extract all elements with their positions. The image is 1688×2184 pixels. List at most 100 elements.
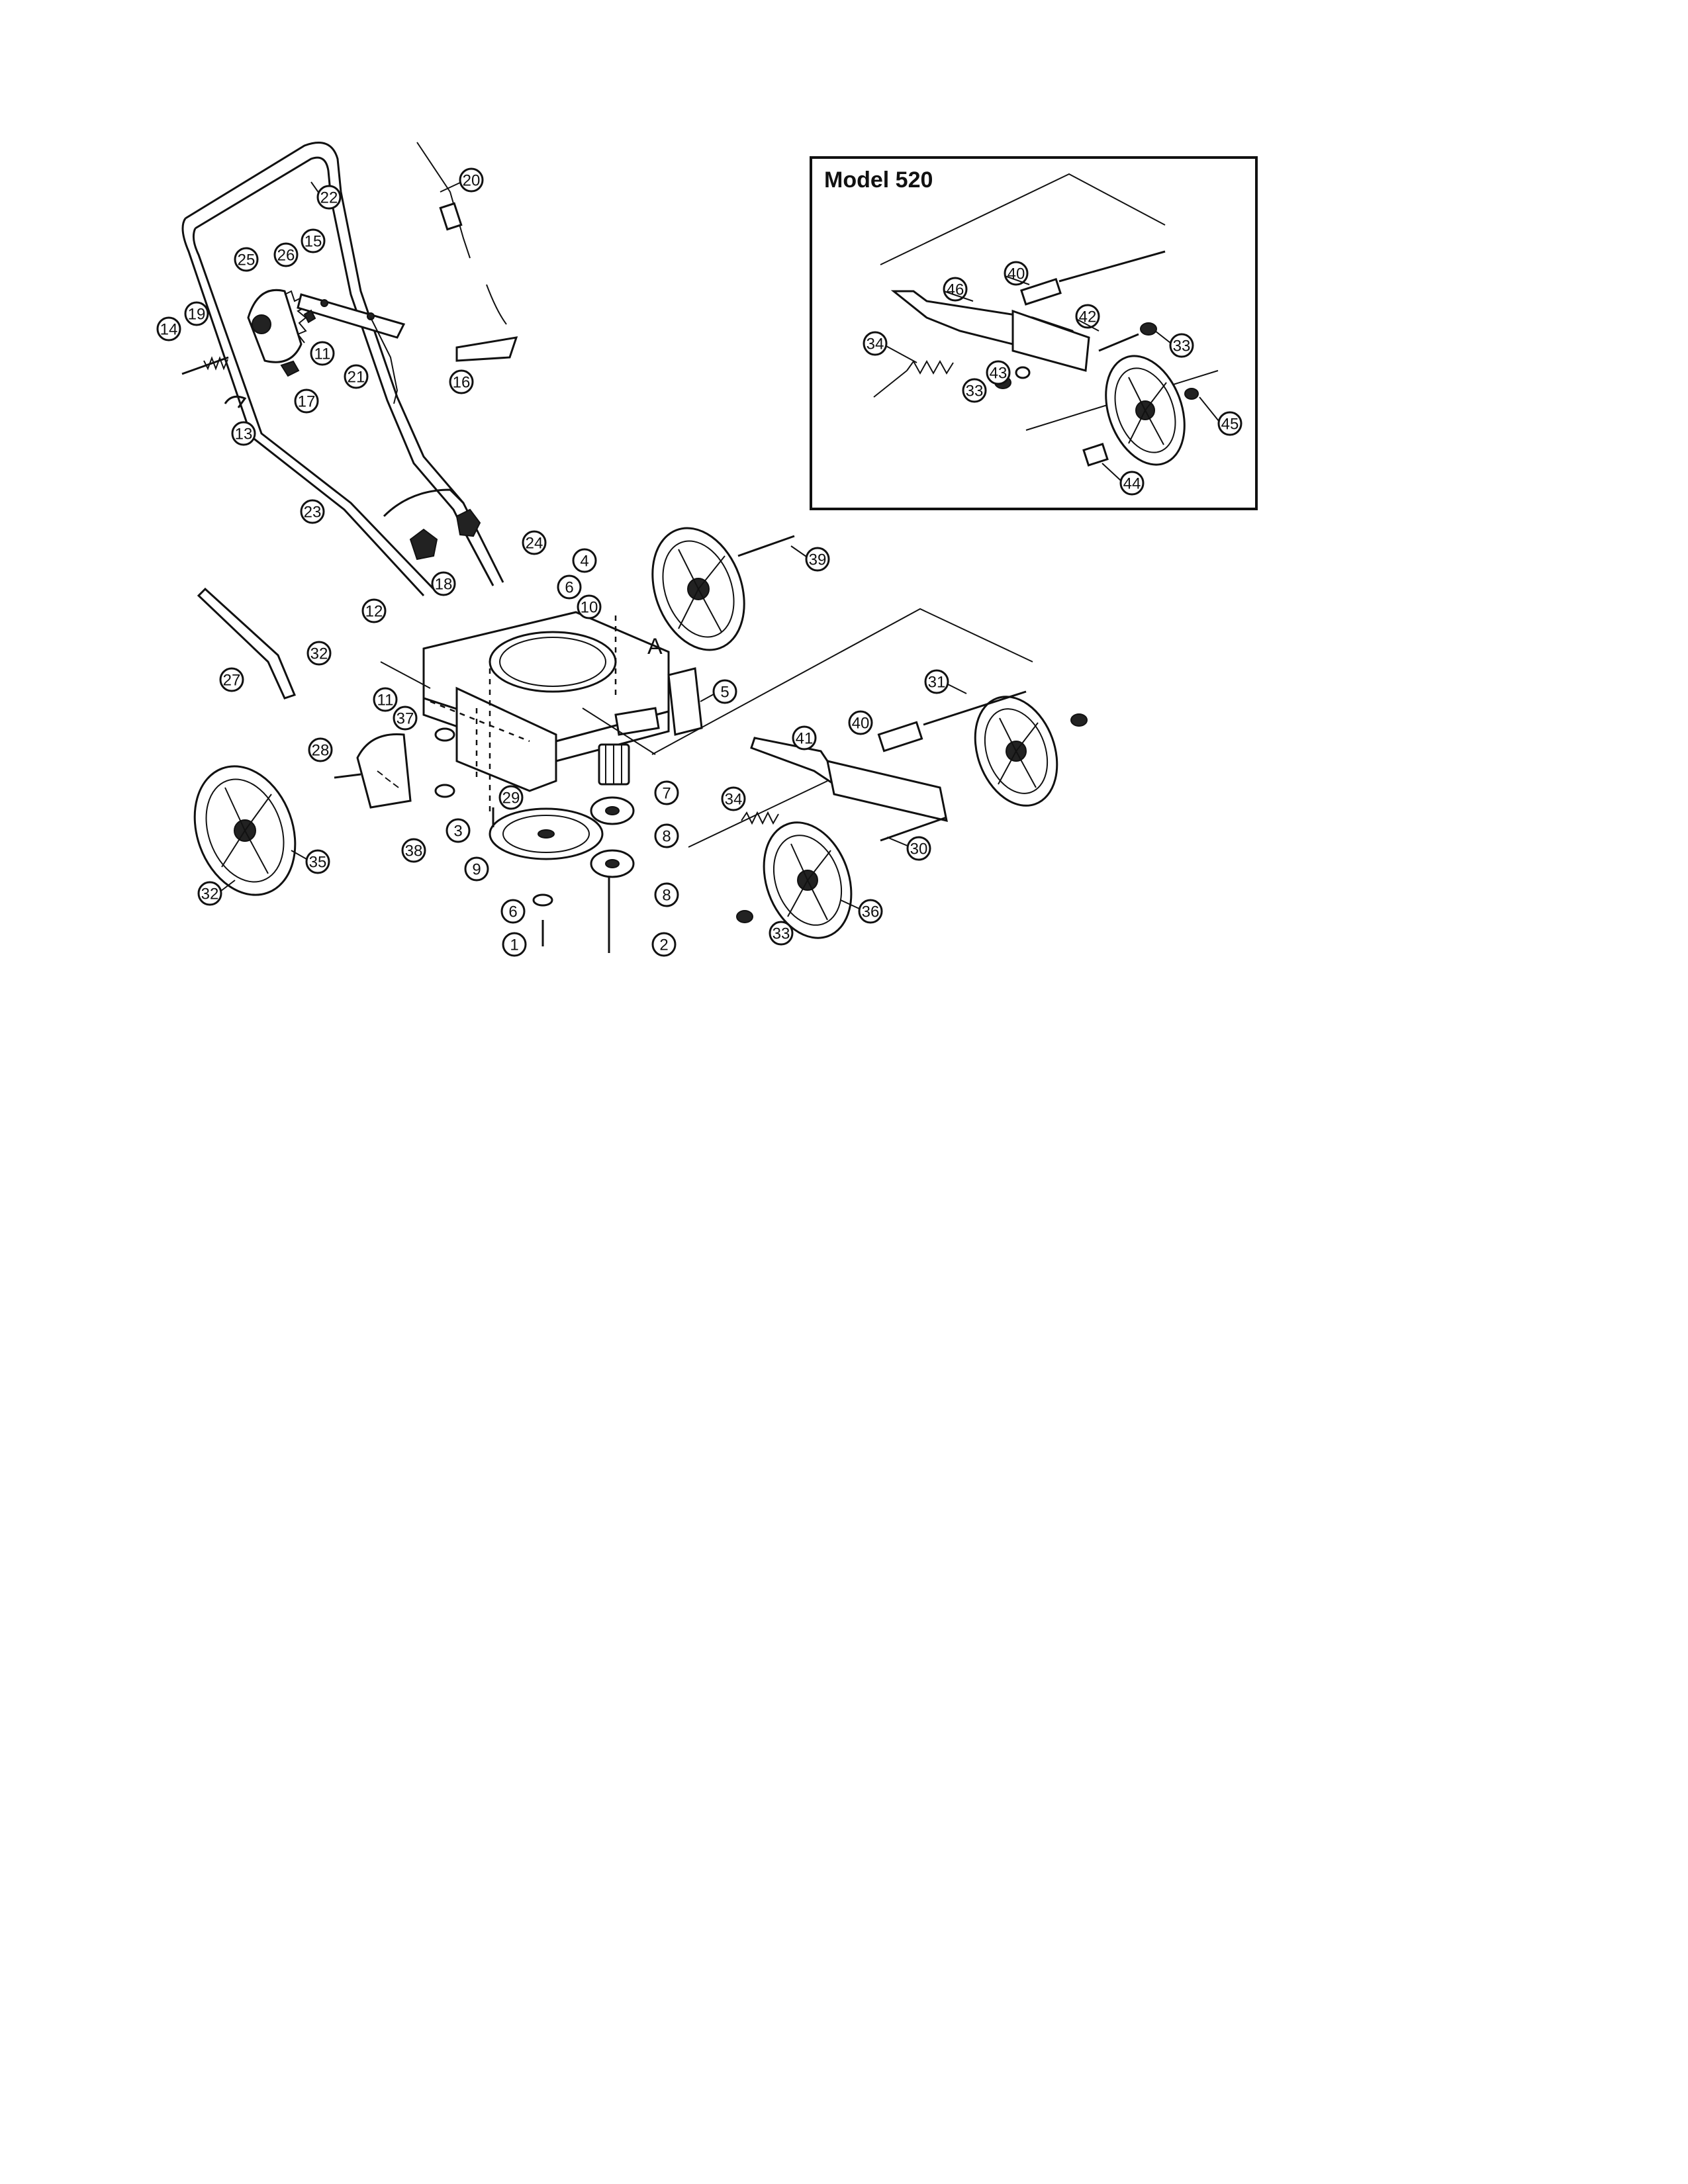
wheel-left-35 — [193, 765, 297, 896]
callout-33m: 33 — [769, 921, 794, 946]
callout-31: 31 — [924, 669, 949, 694]
callout-37: 37 — [393, 705, 418, 731]
callout-27: 27 — [219, 667, 244, 692]
pulley-stack — [489, 743, 635, 953]
callout-26: 26 — [273, 242, 299, 267]
svg-text:34: 34 — [867, 336, 884, 353]
svg-text:17: 17 — [298, 393, 316, 411]
svg-text:15: 15 — [305, 233, 322, 251]
wheel-front-right — [974, 696, 1058, 807]
callout-40m: 40 — [848, 710, 873, 735]
svg-text:11: 11 — [314, 345, 331, 363]
svg-text:41: 41 — [796, 730, 814, 748]
svg-text:6: 6 — [508, 903, 517, 921]
callout-33: 33 — [1169, 333, 1194, 358]
callout-9: 9 — [464, 856, 489, 882]
callout-5: 5 — [712, 679, 737, 704]
callout-38: 38 — [401, 838, 426, 863]
callout-2: 2 — [651, 932, 677, 957]
callout-6a: 6 — [557, 574, 582, 600]
svg-text:34: 34 — [725, 791, 743, 809]
svg-text:29: 29 — [502, 790, 520, 807]
callout-22: 22 — [316, 185, 342, 210]
callout-46: 46 — [943, 277, 968, 302]
callout-7: 7 — [654, 780, 679, 805]
callout-20: 20 — [459, 167, 484, 193]
svg-text:33: 33 — [773, 925, 790, 943]
reference-lines — [380, 608, 1033, 848]
callout-44: 44 — [1119, 471, 1145, 496]
callout-11a: 11 — [310, 341, 335, 366]
callout-34: 34 — [863, 331, 888, 356]
callout-1: 1 — [502, 932, 527, 957]
callout-3: 3 — [445, 818, 471, 843]
svg-text:32: 32 — [201, 886, 219, 903]
svg-text:5: 5 — [720, 684, 729, 702]
svg-text:21: 21 — [348, 369, 365, 387]
reference-letter-a: A — [647, 634, 663, 659]
callout-35: 35 — [305, 849, 330, 874]
callout-45: 45 — [1217, 411, 1243, 436]
callout-21: 21 — [344, 364, 369, 389]
svg-text:6: 6 — [565, 579, 573, 597]
svg-text:13: 13 — [235, 426, 253, 443]
svg-text:33: 33 — [966, 383, 984, 400]
inset-callouts: 40 46 42 33 34 43 33 45 44 — [863, 261, 1243, 496]
svg-text:27: 27 — [223, 672, 241, 690]
svg-text:45: 45 — [1221, 416, 1239, 433]
main-callouts: 20 22 25 26 15 14 19 11 21 16 17 13 23 2… — [156, 167, 949, 957]
callout-16: 16 — [449, 369, 474, 394]
svg-text:26: 26 — [277, 247, 295, 265]
svg-text:25: 25 — [238, 251, 256, 269]
svg-text:20: 20 — [463, 172, 481, 190]
svg-text:22: 22 — [320, 189, 338, 207]
height-adjuster — [197, 587, 455, 809]
svg-text:44: 44 — [1123, 475, 1141, 493]
callout-23: 23 — [300, 499, 325, 524]
callout-32a: 32 — [306, 641, 332, 666]
svg-text:39: 39 — [809, 551, 827, 569]
svg-text:30: 30 — [910, 841, 928, 858]
callout-13: 13 — [231, 421, 256, 446]
svg-text:16: 16 — [453, 374, 471, 392]
callout-10: 10 — [577, 594, 602, 619]
callout-4: 4 — [572, 548, 597, 573]
svg-text:36: 36 — [862, 903, 880, 921]
callout-6b: 6 — [500, 899, 526, 924]
callout-40: 40 — [1004, 261, 1029, 286]
leader-lines — [220, 181, 1219, 909]
callout-19: 19 — [184, 301, 209, 326]
svg-text:33: 33 — [1173, 338, 1191, 355]
svg-text:11: 11 — [377, 692, 394, 709]
svg-text:8: 8 — [662, 887, 671, 905]
svg-text:32: 32 — [310, 645, 328, 663]
svg-text:38: 38 — [405, 842, 423, 860]
svg-text:2: 2 — [659, 936, 668, 954]
callout-8a: 8 — [654, 823, 679, 848]
callout-18: 18 — [431, 571, 456, 596]
callout-34m: 34 — [721, 786, 746, 811]
callout-25: 25 — [234, 247, 259, 272]
svg-text:10: 10 — [581, 599, 598, 617]
svg-text:46: 46 — [947, 281, 964, 299]
handle-controls — [181, 142, 518, 408]
svg-text:8: 8 — [662, 828, 671, 846]
svg-text:40: 40 — [852, 715, 870, 733]
svg-text:14: 14 — [160, 321, 178, 339]
svg-text:4: 4 — [580, 553, 588, 570]
svg-text:42: 42 — [1079, 308, 1097, 326]
wheel-rear-39 — [651, 527, 795, 651]
callout-43: 43 — [986, 360, 1011, 385]
model-inset: Model 520 — [810, 156, 1258, 510]
callout-11b: 11 — [373, 687, 398, 712]
svg-text:23: 23 — [304, 504, 322, 522]
svg-text:3: 3 — [453, 823, 462, 841]
svg-text:31: 31 — [928, 674, 946, 692]
svg-text:28: 28 — [312, 742, 330, 760]
svg-text:19: 19 — [188, 306, 206, 324]
callout-39: 39 — [805, 547, 830, 572]
inset-title: Model 520 — [824, 167, 933, 193]
wheel-front-36 — [763, 821, 853, 939]
callout-41: 41 — [792, 725, 817, 751]
